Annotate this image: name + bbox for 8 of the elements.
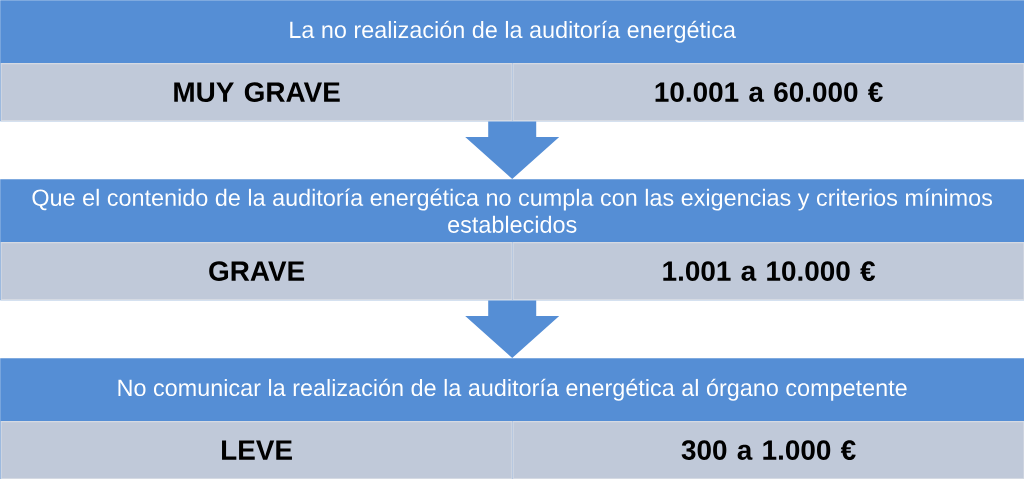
block-arrow: [465, 300, 560, 358]
amount-cell: 1.001 a 10.000 €: [512, 242, 1024, 301]
amount-cell: 10.001 a 60.000 €: [512, 63, 1024, 122]
severity-cell: GRAVE: [0, 242, 513, 301]
block-arrow: [465, 121, 560, 179]
amount-cell: 300 a 1.000 €: [512, 421, 1024, 479]
severity-cell: MUY GRAVE: [0, 63, 513, 122]
severity-cell: LEVE: [0, 421, 513, 479]
